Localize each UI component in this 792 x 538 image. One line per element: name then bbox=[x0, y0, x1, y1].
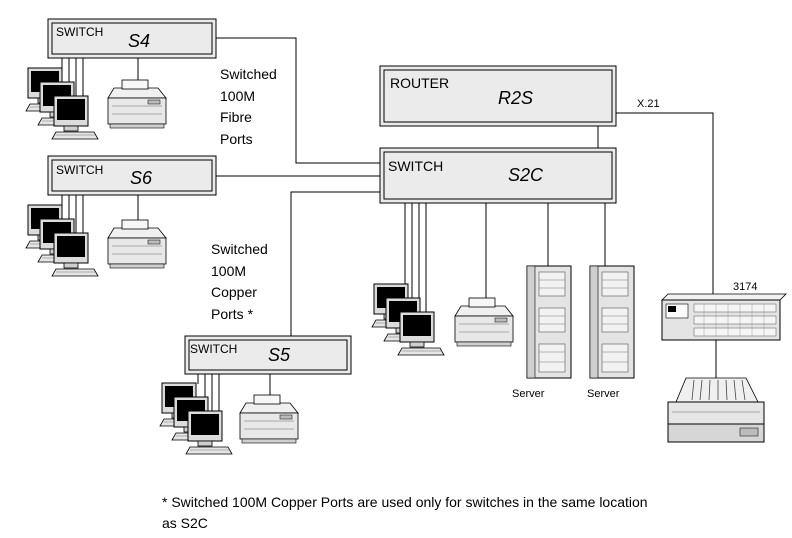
copper-line-2: 100M bbox=[211, 262, 247, 279]
switch-s5-name: S5 bbox=[268, 345, 291, 365]
fibre-ports-label: Switched 100M Fibre Ports bbox=[220, 64, 277, 150]
router-r2s-type: ROUTER bbox=[390, 75, 449, 91]
s6-workstations-icon bbox=[26, 205, 98, 276]
copper-line-1: Switched bbox=[211, 241, 268, 257]
server-2-label: Server bbox=[587, 388, 620, 400]
router-r2s[interactable]: ROUTER R2S bbox=[379, 65, 617, 127]
switch-s5[interactable]: SWITCH S5 bbox=[184, 335, 352, 375]
router-r2s-name: R2S bbox=[498, 88, 533, 108]
server-1-label: Server bbox=[512, 388, 545, 400]
switch-s4[interactable]: SWITCH S4 bbox=[47, 18, 217, 59]
copper-line-3: Copper bbox=[211, 284, 257, 300]
link-s5-s2c bbox=[290, 191, 380, 336]
switch-s2c-name: S2C bbox=[508, 165, 544, 185]
link-x21 bbox=[616, 112, 714, 295]
switch-s6-type: SWITCH bbox=[56, 163, 103, 177]
x21-label: X.21 bbox=[637, 98, 660, 110]
fibre-line-1: Switched bbox=[220, 66, 277, 82]
copper-line-4: Ports * bbox=[211, 305, 254, 322]
switch-s2c[interactable]: SWITCH S2C bbox=[379, 147, 617, 204]
fibre-line-2: 100M bbox=[220, 87, 256, 104]
s5-workstations-icon bbox=[160, 383, 232, 454]
s6-printer-icon bbox=[107, 219, 167, 269]
network-links bbox=[61, 37, 717, 412]
s2c-workstations-icon bbox=[372, 284, 444, 355]
switch-s4-type: SWITCH bbox=[56, 25, 103, 39]
controller-3174-icon bbox=[661, 293, 787, 341]
s5-printer-icon bbox=[239, 394, 299, 444]
s2c-printer-icon bbox=[454, 297, 514, 347]
fibre-line-3: Fibre bbox=[220, 109, 252, 125]
switch-s6-name: S6 bbox=[130, 168, 153, 188]
server-2-icon bbox=[589, 265, 635, 379]
line-printer-icon bbox=[667, 377, 765, 443]
switch-s5-type: SWITCH bbox=[190, 342, 237, 356]
s4-printer-icon bbox=[107, 79, 167, 129]
copper-ports-label: Switched 100M Copper Ports * bbox=[211, 239, 268, 325]
fibre-line-4: Ports bbox=[220, 130, 253, 147]
link-s4-s2c bbox=[216, 37, 380, 164]
s4-workstations-icon bbox=[26, 68, 98, 139]
controller-3174-label: 3174 bbox=[733, 281, 758, 293]
switch-s2c-type: SWITCH bbox=[388, 158, 443, 174]
server-1-icon bbox=[526, 265, 572, 379]
switch-s4-name: S4 bbox=[128, 31, 150, 51]
footnote: * Switched 100M Copper Ports are used on… bbox=[162, 494, 648, 531]
switch-s6[interactable]: SWITCH S6 bbox=[47, 155, 217, 196]
